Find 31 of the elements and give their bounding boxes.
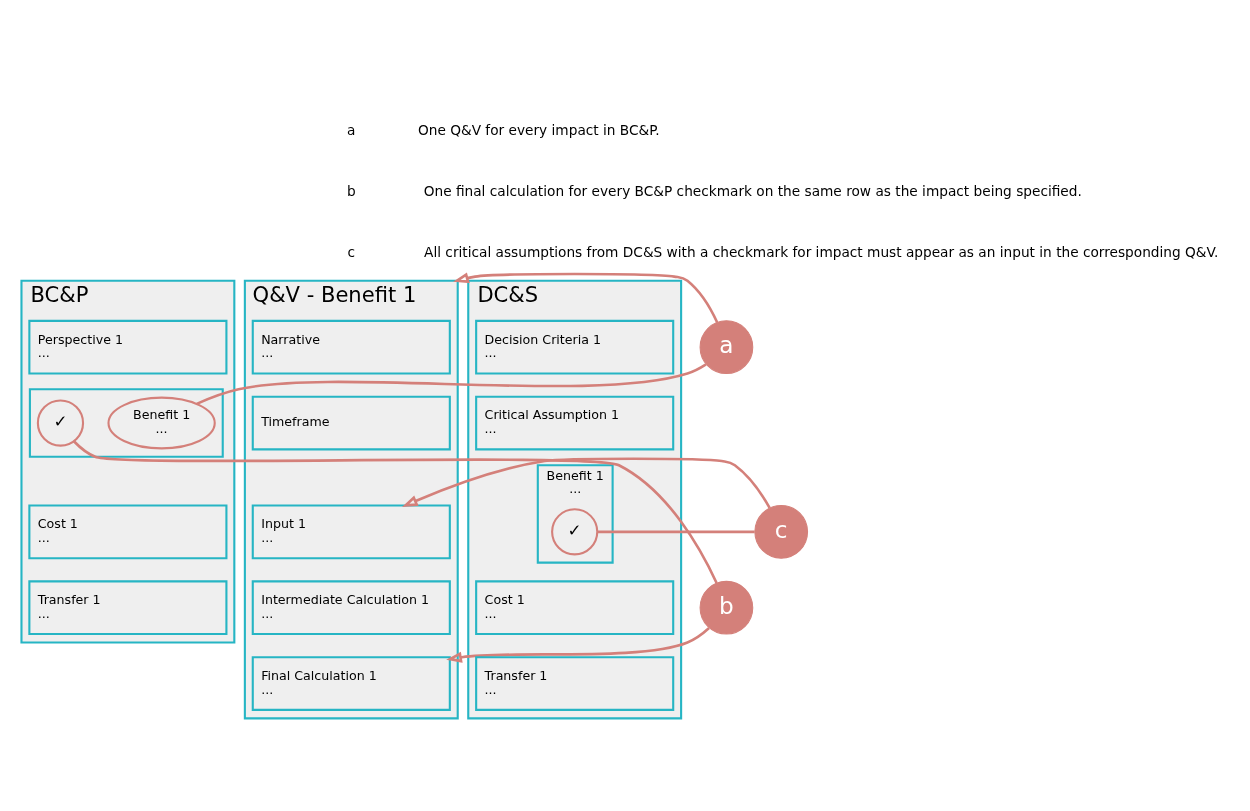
arrow — [453, 271, 719, 323]
label: b — [346, 182, 356, 199]
node-circle: a — [699, 319, 754, 374]
label: One Q&V for every impact in BC&P. — [418, 121, 660, 138]
node-box: Cost 1 ... — [28, 503, 228, 559]
node-circle: ✓ — [551, 507, 599, 555]
connector — [597, 530, 755, 533]
label: a — [347, 121, 356, 138]
node-box: Critical Assumption 1 ... — [475, 395, 675, 450]
node-box: Input 1 ... — [251, 503, 451, 559]
connector — [72, 439, 718, 584]
node-circle: ✓ — [36, 398, 85, 447]
node-circle: b — [699, 580, 754, 635]
node-circle: c — [754, 504, 809, 559]
arrow — [446, 626, 710, 663]
node-ellipse: Benefit 1 ... — [107, 396, 216, 449]
arrow — [401, 456, 771, 509]
node-box: Intermediate Calculation 1 ... — [251, 579, 451, 635]
node-box: Decision Criteria 1 ... — [475, 319, 675, 375]
node-box: Final Calculation 1 ... — [251, 655, 451, 711]
connector — [196, 362, 707, 405]
node-box: Cost 1 ... — [475, 579, 675, 635]
label: One final calculation for every BC&P checkmark on the same row as the impact being specified. — [423, 182, 1082, 199]
node-box: Perspective 1 ... — [28, 319, 228, 375]
node-box: Transfer 1 ... — [28, 579, 228, 635]
node-box: Narrative ... — [251, 319, 451, 375]
node-box: Transfer 1 ... — [475, 655, 675, 711]
node-box: Timeframe — [251, 395, 451, 450]
cluster — [28, 387, 224, 458]
label: c — [347, 243, 356, 260]
label: All critical assumptions from DC&S with a checkmark for impact must appear as an input in the corresponding Q&V. — [424, 243, 1219, 260]
